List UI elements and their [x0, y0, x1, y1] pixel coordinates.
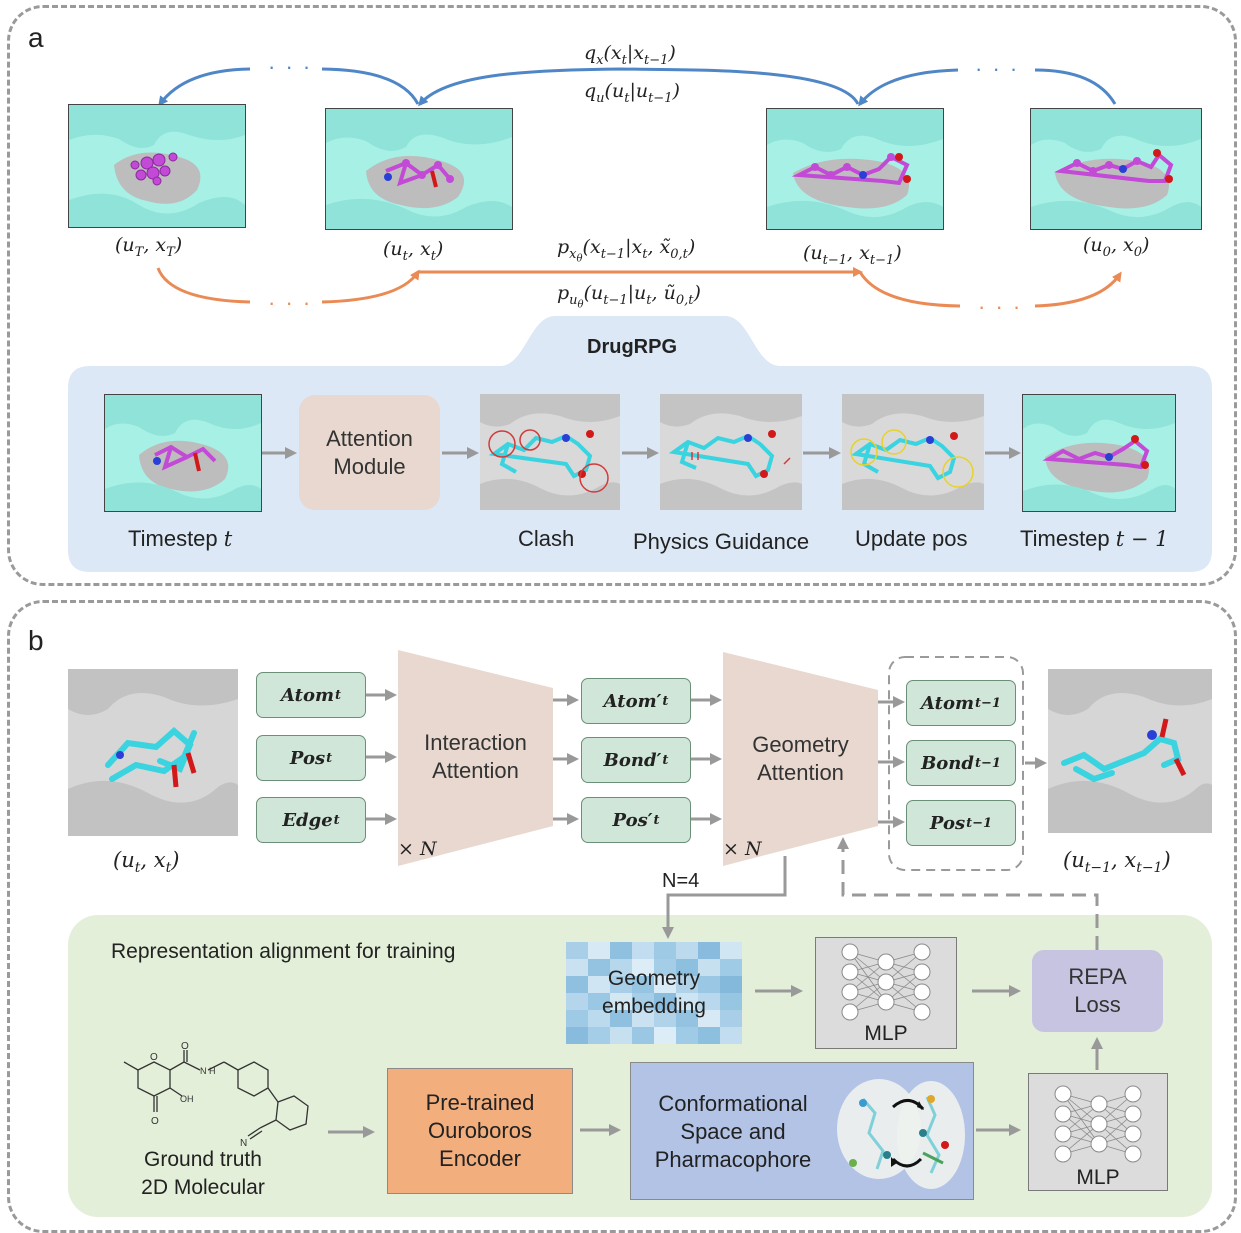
forward-ellipsis-right: · · · — [975, 56, 1020, 81]
atom-label-o-amide: O — [181, 1041, 189, 1052]
interaction-attention-label: Interaction Attention — [424, 730, 527, 783]
pipeline-update-image — [842, 394, 984, 510]
token-atom-prime: Atom′t — [581, 678, 691, 724]
pipeline-timestep-t-image — [104, 394, 262, 512]
encoder-label: Pre-trained Ouroboros Encoder — [425, 1090, 535, 1171]
pipeline-label-update: Update pos — [855, 526, 968, 551]
geometry-embedding-heatmap — [566, 942, 742, 1044]
interaction-attention-trapezoid — [398, 650, 553, 866]
forward-q-x-formula: qx(xt|xt−1) — [584, 42, 676, 68]
atom-label-nh: N H — [200, 1066, 216, 1076]
panel-a-border — [7, 5, 1237, 586]
panel-b-border — [7, 600, 1237, 1233]
geometry-attention-trapezoid — [723, 652, 878, 866]
drugrpg-title: DrugRPG — [587, 336, 677, 358]
pocket-snapshot-0 — [1030, 108, 1202, 230]
conformational-label: Conformational Space and Pharmacophore — [654, 1091, 812, 1172]
pipeline-physics-image — [660, 394, 802, 510]
pipeline-timestep-t-1-image — [1022, 394, 1176, 512]
state-label-T: (uT, xT) — [115, 234, 183, 260]
pharmacophore-illustration — [837, 1079, 965, 1189]
atom-label-n-nitrile: N — [240, 1138, 247, 1149]
output-state-label: (ut−1, xt−1) — [1063, 848, 1171, 877]
state-label-t-minus-1: (ut−1, xt−1) — [803, 242, 902, 268]
pipeline-label-clash: Clash — [518, 526, 575, 551]
output-molecule-image — [1048, 669, 1212, 833]
reverse-arrow-right — [858, 271, 961, 308]
geometry-to-embedding-path — [662, 856, 787, 939]
interaction-repeat: × N — [398, 838, 437, 860]
geometry-attention-label: Geometry Attention — [752, 732, 849, 785]
forward-arrow-left — [158, 67, 251, 107]
forward-arrow-main — [418, 67, 860, 107]
pipeline-label-timestep-t: Timestep t — [128, 526, 233, 551]
mlp-top-box: MLP — [815, 937, 957, 1049]
atom-label-oh: OH — [180, 1094, 194, 1104]
conformational-box: Conformational Space and Pharmacophore — [630, 1062, 974, 1200]
mlp-bottom-label: MLP — [1076, 1166, 1120, 1189]
input-state-label: (ut, xt) — [113, 848, 180, 877]
state-label-0: (u0, x0) — [1083, 234, 1150, 260]
reverse-ellipsis-right: · · · — [978, 294, 1023, 319]
geometry-embedding-block: Geometry embedding — [566, 942, 742, 1044]
pipeline-label-timestep-t-1: Timestep t − 1 — [1020, 526, 1169, 551]
pocket-snapshot-t-minus-1 — [766, 108, 944, 230]
token-bond-prime: Bond′t — [581, 737, 691, 783]
pocket-snapshot-T — [68, 104, 246, 228]
reverse-arrow-right-head — [1034, 271, 1122, 308]
mlp-bottom-network-icon — [1054, 1085, 1142, 1163]
geometry-repeat: × N — [723, 838, 762, 860]
reverse-ellipsis-left: · · · — [268, 290, 313, 315]
panel-b-letter: b — [28, 625, 44, 656]
output-token-group — [888, 656, 1024, 871]
repa-loss-box: REPA Loss — [1032, 950, 1163, 1032]
input-molecule-image — [68, 669, 238, 836]
ground-truth-molecule: O OH O O N H N — [108, 1041, 318, 1149]
reverse-p-u-formula: puθ(ut−1|ut, ũ0,t) — [557, 282, 701, 311]
state-label-t: (ut, xt) — [383, 238, 444, 264]
n-value-label: N=4 — [662, 870, 700, 892]
mlp-top-network-icon — [841, 943, 931, 1021]
pipeline-clash-image — [480, 394, 620, 510]
molecule-2d-structure: O OH O O N H N — [123, 1041, 309, 1149]
attention-module-box: Attention Module — [299, 395, 440, 510]
mlp-bottom-box: MLP — [1028, 1073, 1168, 1191]
pocket-snapshot-t — [325, 108, 513, 230]
reverse-p-x-formula: pxθ(xt−1|xt, x̃0,t) — [557, 236, 696, 265]
forward-arrow-right — [858, 68, 959, 107]
atom-label-o-ring: O — [150, 1052, 158, 1063]
pipeline-label-physics: Physics Guidance — [633, 529, 810, 554]
repa-loss-label: REPA Loss — [1068, 964, 1127, 1017]
alignment-title: Representation alignment for training — [111, 940, 456, 963]
attention-module-label: Attention Module — [326, 425, 413, 479]
panel-a-letter: a — [28, 22, 44, 53]
atom-label-o-ketone: O — [151, 1116, 159, 1127]
forward-arrow-right-tail — [1034, 68, 1117, 105]
mlp-top-label: MLP — [864, 1022, 908, 1045]
token-pos-prime: Pos′t — [581, 797, 691, 843]
encoder-box: Pre-trained Ouroboros Encoder — [387, 1068, 573, 1194]
forward-ellipsis-left: · · · — [268, 54, 313, 79]
reverse-arrow-left-head — [321, 269, 420, 304]
forward-arrow-left-tail — [321, 67, 420, 105]
reverse-arrow-left — [156, 267, 251, 304]
forward-q-u-formula: qu(ut|ut−1) — [584, 80, 680, 106]
ground-truth-label: Ground truth 2D Molecular — [141, 1148, 265, 1199]
repa-feedback-path — [837, 837, 1099, 950]
geometry-embedding-label: Geometry embedding — [602, 967, 706, 1018]
